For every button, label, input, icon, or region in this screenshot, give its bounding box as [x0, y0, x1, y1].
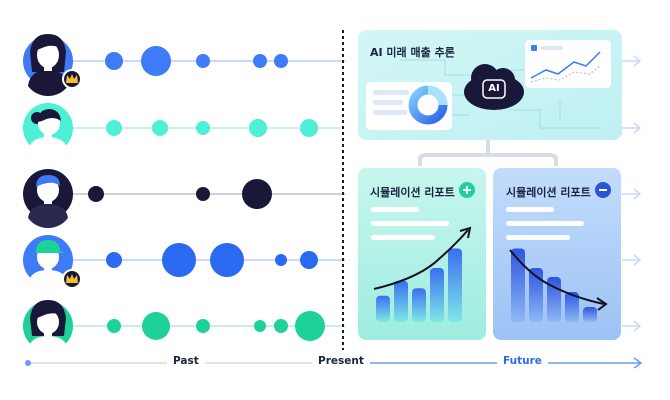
line-chart-card: [525, 40, 611, 88]
event-dot: [274, 319, 288, 333]
event-dot: [196, 121, 210, 135]
arrow-right-icon: [622, 188, 642, 200]
bar: [430, 268, 444, 322]
simulation-panel-down: [493, 168, 621, 340]
avatar: [23, 235, 73, 294]
event-dot: [254, 320, 266, 332]
event-dot: [196, 319, 210, 333]
bar-group: [511, 248, 597, 322]
event-dot: [196, 54, 210, 68]
event-dot: [300, 251, 318, 269]
arrow-right-icon: [622, 122, 642, 134]
arrow-right-icon: [622, 55, 642, 67]
event-dot: [196, 187, 210, 201]
crown-badge-icon: [62, 69, 82, 89]
crown-badge-icon: [62, 269, 82, 289]
arrow-right-icon: [622, 320, 642, 332]
event-dot: [141, 46, 171, 76]
bar: [583, 307, 597, 322]
event-dot: [88, 186, 104, 202]
trend-arrow-down: [509, 249, 605, 305]
avatar: [23, 103, 73, 162]
arrow-right-icon: [622, 254, 642, 266]
event-dot: [152, 120, 168, 136]
bar: [529, 268, 543, 322]
event-dot: [105, 52, 123, 70]
event-dot: [106, 252, 122, 268]
event-dot: [162, 243, 196, 277]
bar: [412, 288, 426, 322]
bar: [394, 280, 408, 322]
avatar: [23, 169, 73, 228]
avatar: [23, 34, 73, 96]
avatar: [23, 300, 73, 360]
timeline-label-present: Present: [312, 355, 370, 367]
event-dot: [210, 243, 244, 277]
bar: [376, 295, 390, 322]
ai-cloud-label: AI: [488, 83, 500, 94]
bar-group: [376, 248, 462, 322]
timeline-start-dot: [25, 360, 31, 366]
prediction-panel-title: AI 미래 매출 추론: [370, 46, 455, 59]
event-dot: [106, 120, 122, 136]
arrow-right-icon: [633, 357, 643, 369]
event-dot: [107, 319, 121, 333]
user-tracks: [70, 46, 345, 341]
event-dot: [300, 119, 318, 137]
simulation-title-up: 시뮬레이션 리포트: [370, 186, 455, 199]
prediction-panel: [358, 30, 622, 140]
event-dot: [295, 311, 325, 341]
trend-arrow-up: [373, 229, 469, 290]
event-dot: [275, 254, 287, 266]
event-dot: [274, 54, 288, 68]
simulation-panel-up: [358, 168, 486, 340]
simulation-title-down: 시뮬레이션 리포트: [506, 186, 591, 199]
trend-line: [530, 51, 601, 79]
event-dot: [249, 119, 267, 137]
bar: [448, 248, 462, 322]
future-arrows: [622, 55, 642, 332]
event-dot: [253, 54, 267, 68]
timeline-label-past: Past: [167, 355, 205, 367]
event-dot: [142, 312, 170, 340]
branch-connector: [418, 140, 558, 166]
event-dot: [242, 179, 272, 209]
bar: [511, 248, 525, 322]
bar: [565, 292, 579, 322]
timeline-label-future: Future: [497, 355, 548, 367]
ai-cloud-icon: [464, 64, 524, 110]
